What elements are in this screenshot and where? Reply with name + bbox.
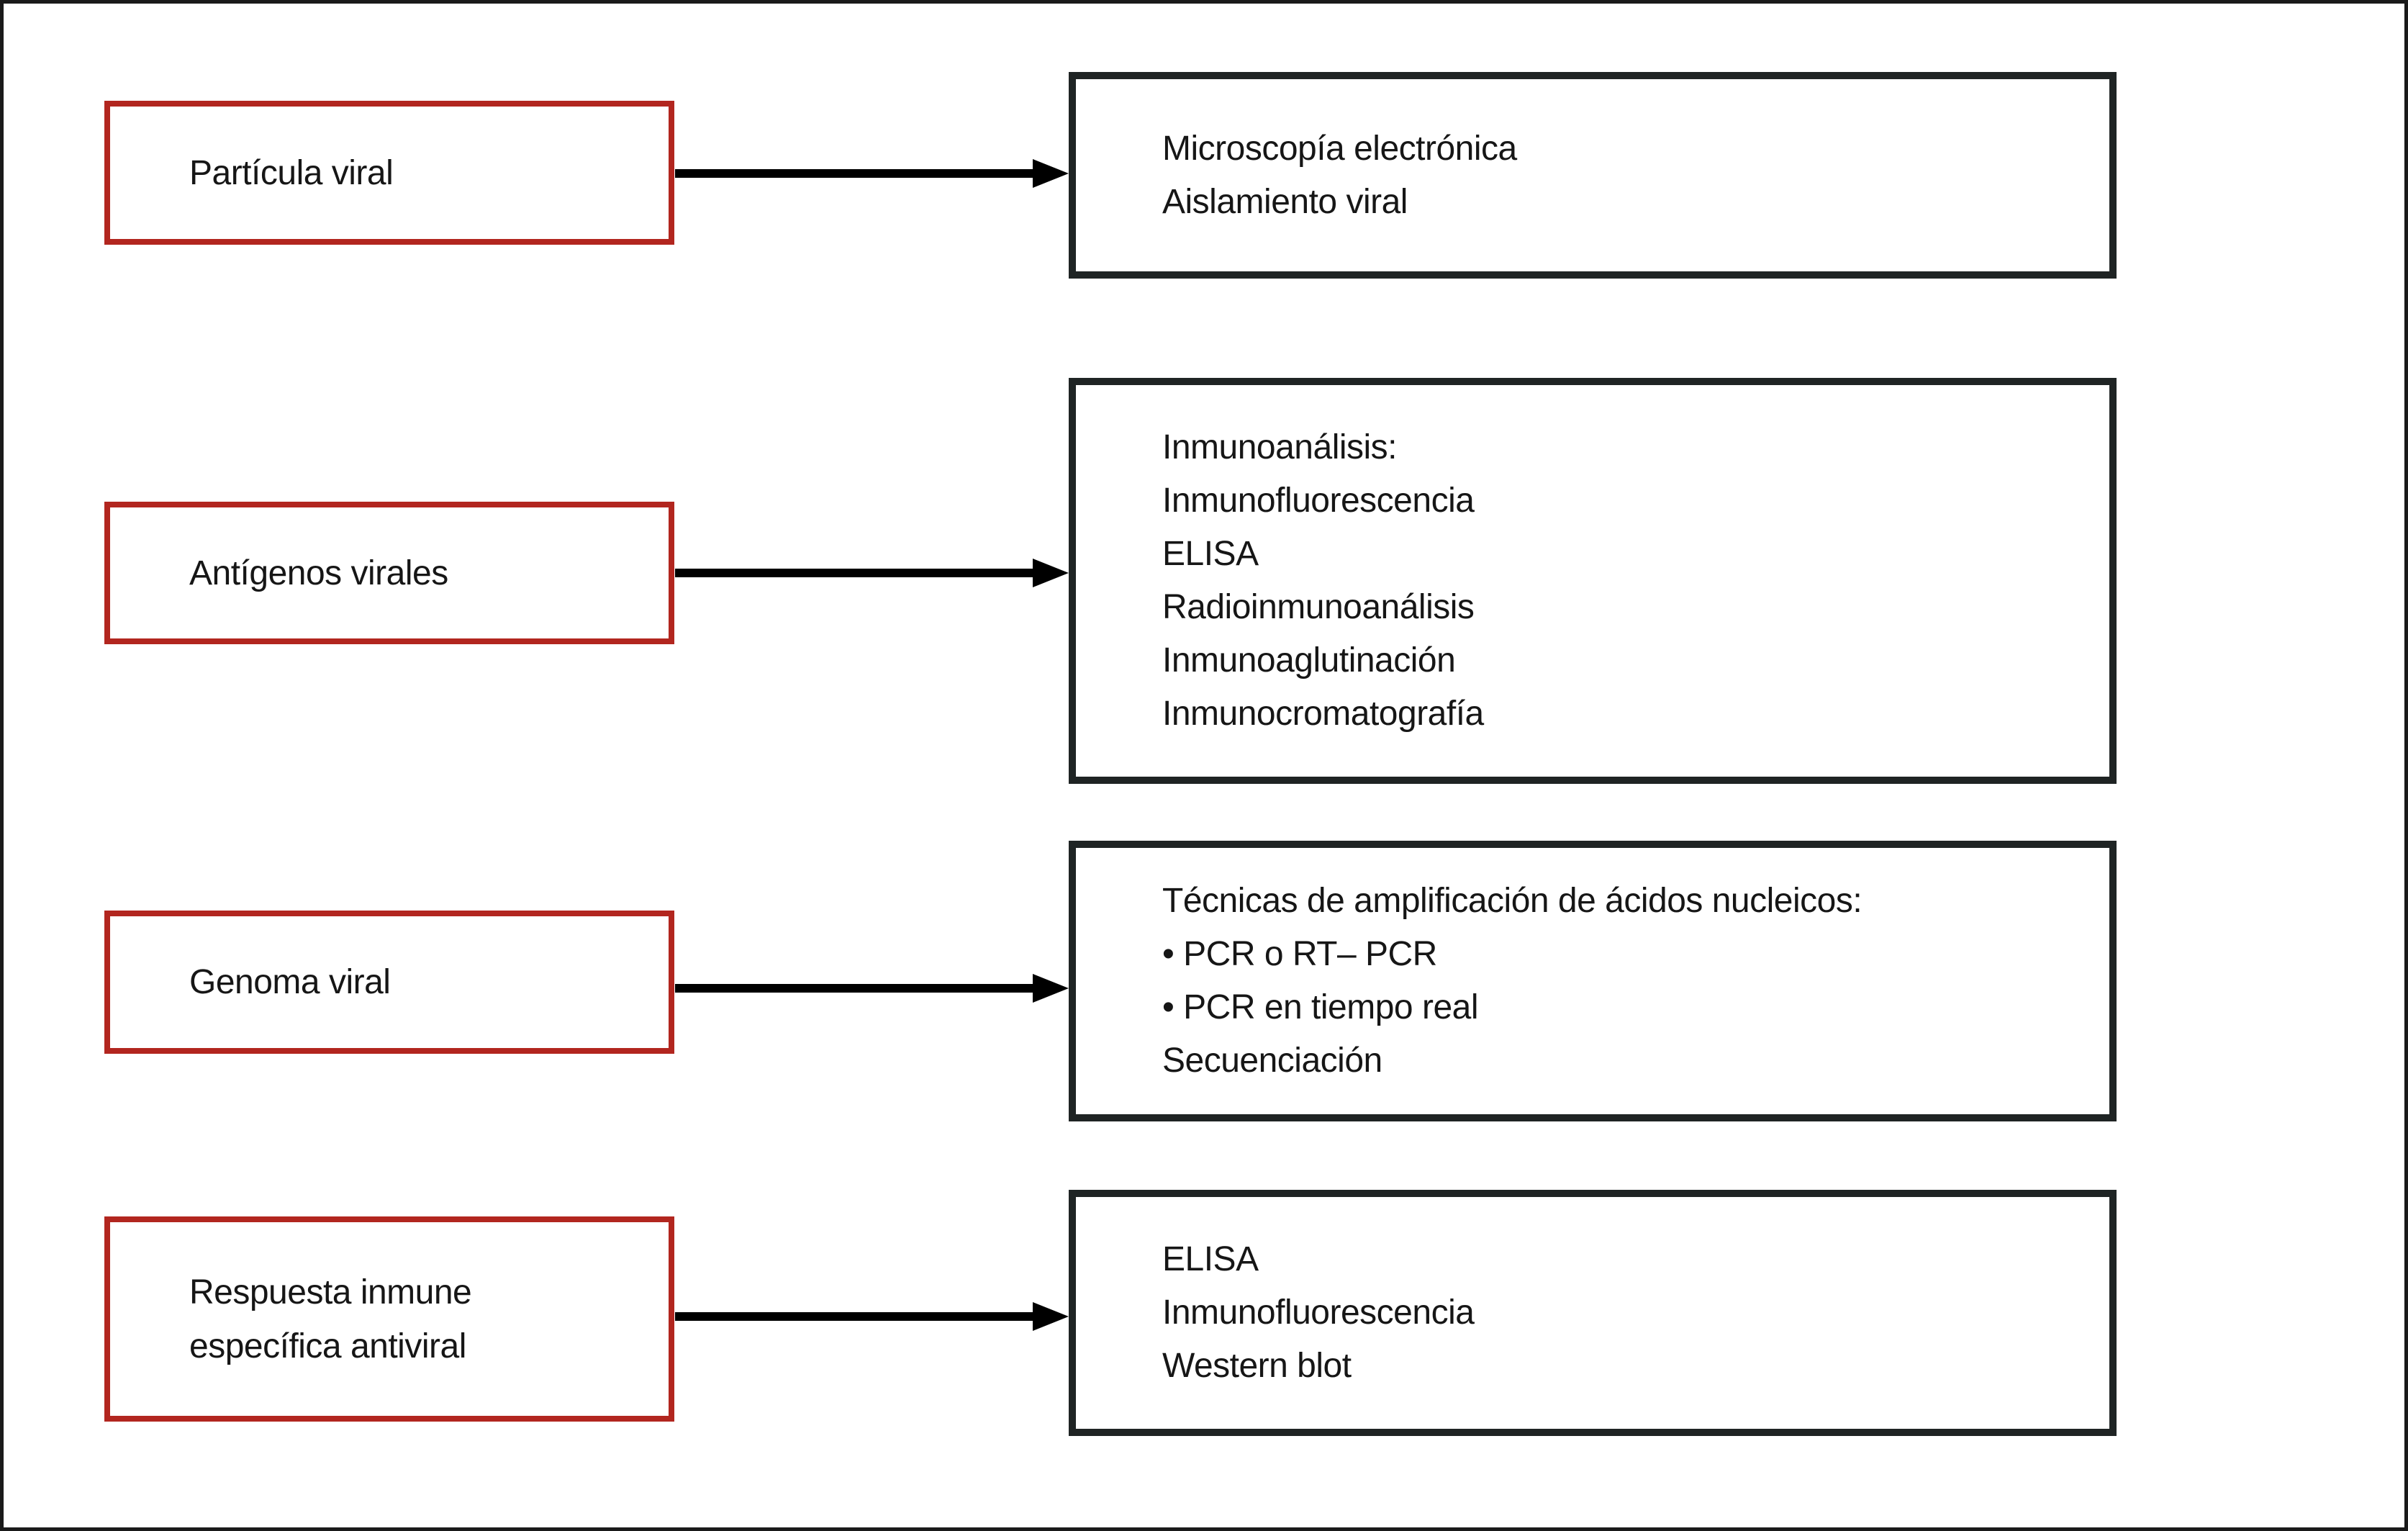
text-line: Respuesta inmune xyxy=(189,1273,472,1311)
text-line: ELISA xyxy=(1162,1240,1259,1278)
arrow-shaft xyxy=(675,569,1033,577)
text-line: • PCR en tiempo real xyxy=(1162,988,1479,1026)
text-line: Microscopía electrónica xyxy=(1162,129,1517,168)
text-line: Aislamiento viral xyxy=(1162,182,1408,221)
arrow-shaft xyxy=(675,169,1033,178)
text-line: ELISA xyxy=(1162,535,1259,573)
text-line: Inmunoanálisis: xyxy=(1162,428,1398,466)
source-box-particula-viral: Partícula viral xyxy=(104,101,674,245)
source-box-respuesta-inmune: Respuesta inmune específica antiviral xyxy=(104,1216,674,1422)
text-line: específica antiviral xyxy=(189,1327,466,1365)
text-line: Inmunocromatografía xyxy=(1162,695,1484,733)
arrow-head-icon xyxy=(1033,559,1069,587)
text-line: Genoma viral xyxy=(189,963,391,1001)
arrow xyxy=(675,1302,1069,1331)
arrow xyxy=(675,559,1069,587)
source-box-genoma-viral: Genoma viral xyxy=(104,911,674,1054)
arrow xyxy=(675,974,1069,1003)
text-line: Secuenciación xyxy=(1162,1042,1382,1080)
text-line: Inmunoaglutinación xyxy=(1162,641,1456,679)
arrow xyxy=(675,159,1069,188)
text-line: Radioinmunoanálisis xyxy=(1162,588,1475,626)
text-line: Inmunofluorescencia xyxy=(1162,482,1475,520)
methods-box-genoma-viral: Técnicas de amplificación de ácidos nucl… xyxy=(1069,841,2117,1121)
arrow-head-icon xyxy=(1033,974,1069,1003)
arrow-shaft xyxy=(675,1312,1033,1321)
arrow-head-icon xyxy=(1033,1302,1069,1331)
text-line: Antígenos virales xyxy=(189,554,448,592)
text-line: Partícula viral xyxy=(189,153,394,192)
source-box-antigenos-virales: Antígenos virales xyxy=(104,502,674,644)
text-line: Western blot xyxy=(1162,1347,1352,1385)
arrow-head-icon xyxy=(1033,159,1069,188)
text-line: Técnicas de amplificación de ácidos nucl… xyxy=(1162,882,1862,920)
arrow-shaft xyxy=(675,984,1033,993)
text-line: Inmunofluorescencia xyxy=(1162,1293,1475,1332)
text-line: • PCR o RT– PCR xyxy=(1162,935,1437,973)
